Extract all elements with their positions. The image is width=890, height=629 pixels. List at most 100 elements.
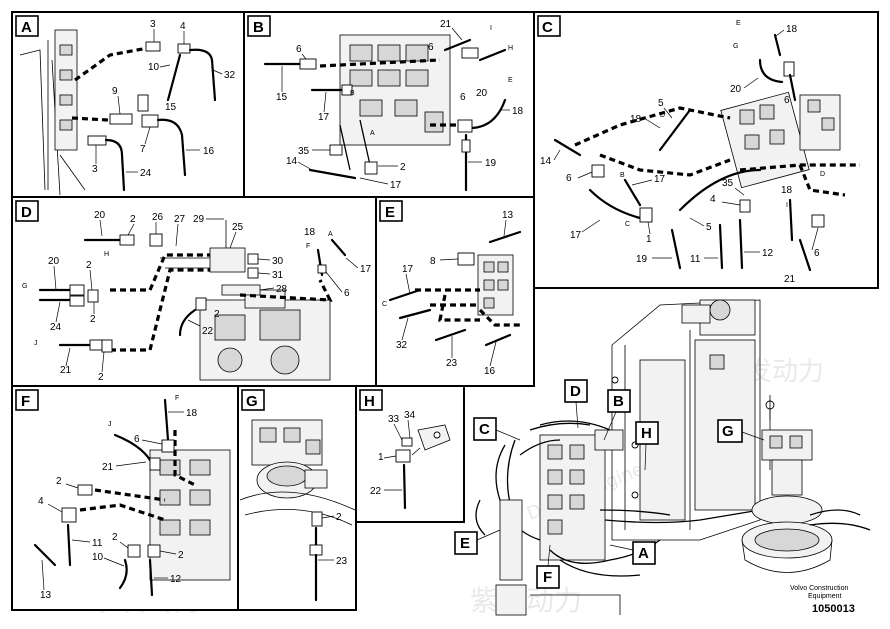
part-number: 6 bbox=[296, 44, 302, 55]
part-number: 20 bbox=[730, 84, 742, 95]
part-number: 2 bbox=[400, 162, 406, 173]
part-number: 20 bbox=[94, 210, 106, 221]
part-number: 2 bbox=[336, 512, 342, 523]
part-letter: E bbox=[736, 20, 741, 27]
part-number: 32 bbox=[224, 70, 236, 81]
part-letter: C bbox=[625, 221, 630, 228]
panel-label: C bbox=[542, 19, 553, 36]
part-number: 18 bbox=[186, 408, 198, 419]
part-number: 19 bbox=[485, 158, 497, 169]
part-number: 28 bbox=[276, 284, 288, 295]
part-number: 35 bbox=[298, 146, 310, 157]
callouts-E: 13 8 17 C 32 23 16 bbox=[382, 210, 514, 377]
callout-A: A bbox=[638, 545, 649, 562]
part-number: 12 bbox=[170, 574, 182, 585]
part-number: 22 bbox=[370, 486, 382, 497]
panel-label: A bbox=[21, 19, 32, 36]
part-number: 11 bbox=[92, 538, 103, 549]
part-letter: F bbox=[175, 395, 179, 402]
panel-F: F F 18 J 6 21 bbox=[11, 385, 239, 611]
panel-E: E 13 8 17 C 32 23 16 bbox=[375, 196, 535, 387]
part-number: 13 bbox=[502, 210, 514, 221]
part-number: 19 bbox=[636, 254, 648, 265]
part-letter: J bbox=[108, 421, 112, 428]
part-number: 2 bbox=[178, 550, 184, 561]
callouts-A: 3 4 32 10 15 9 7 16 3 24 bbox=[92, 19, 236, 179]
part-number: 11 bbox=[690, 254, 701, 265]
part-number: 31 bbox=[272, 270, 284, 281]
overview-callouts: D B C H G E A F bbox=[454, 379, 765, 589]
callouts-B: 21 I 6 H 6 15 B 17 20 E 6 18 A 35 14 2 1… bbox=[276, 19, 524, 191]
part-number: 3 bbox=[92, 164, 98, 175]
part-number: 6 bbox=[460, 92, 466, 103]
part-number: 6 bbox=[814, 248, 820, 259]
part-letter: G bbox=[22, 283, 27, 290]
part-number: 26 bbox=[152, 212, 164, 223]
part-number: 33 bbox=[388, 414, 400, 425]
part-number: 22 bbox=[202, 326, 214, 337]
part-number: 24 bbox=[140, 168, 152, 179]
part-number: 12 bbox=[762, 248, 774, 259]
part-number: 21 bbox=[60, 365, 72, 376]
part-letter: F bbox=[306, 243, 310, 250]
callout-C: C bbox=[479, 421, 490, 438]
part-number: 16 bbox=[203, 146, 215, 157]
overview-drawing: D B C H G E A F bbox=[454, 299, 871, 616]
part-letter: C bbox=[382, 301, 387, 308]
part-number: 29 bbox=[193, 214, 205, 225]
part-letter: D bbox=[820, 171, 825, 178]
part-letter: A bbox=[328, 231, 333, 238]
panel-label: D bbox=[21, 204, 32, 221]
part-number: 18 bbox=[630, 114, 642, 125]
part-letter: H bbox=[104, 251, 109, 258]
panel-H: H 33 34 1 22 bbox=[355, 385, 465, 523]
part-number: 17 bbox=[390, 180, 402, 191]
callout-H: H bbox=[641, 425, 652, 442]
callout-G: G bbox=[722, 423, 734, 440]
part-number: 20 bbox=[476, 88, 488, 99]
part-number: 8 bbox=[430, 256, 436, 267]
part-letter: E bbox=[508, 77, 513, 84]
part-number: 18 bbox=[786, 24, 798, 35]
part-number: 13 bbox=[40, 590, 52, 601]
footer: Volvo Construction Equipment 1050013 bbox=[790, 585, 855, 615]
part-number: 32 bbox=[396, 340, 408, 351]
callout-E: E bbox=[460, 535, 470, 552]
part-number: 21 bbox=[102, 462, 114, 473]
part-number: 2 bbox=[90, 314, 96, 325]
part-letter: B bbox=[350, 90, 355, 97]
part-number: 15 bbox=[276, 92, 288, 103]
part-number: 23 bbox=[446, 358, 458, 369]
part-number: 1 bbox=[646, 234, 652, 245]
panel-B: B 21 I 6 H bbox=[243, 11, 535, 198]
part-number: 2 bbox=[112, 532, 118, 543]
part-number: 9 bbox=[112, 86, 118, 97]
part-number: 23 bbox=[336, 556, 348, 567]
part-number: 5 bbox=[658, 98, 664, 109]
part-letter: I bbox=[490, 25, 492, 32]
part-number: 2 bbox=[98, 372, 104, 383]
part-number: 30 bbox=[272, 256, 284, 267]
drawing-number: 1050013 bbox=[812, 603, 855, 615]
part-number: 24 bbox=[50, 322, 62, 333]
part-number: 21 bbox=[440, 19, 452, 30]
panel-G: G 2 23 bbox=[237, 385, 357, 611]
part-number: 3 bbox=[150, 19, 156, 30]
part-number: 4 bbox=[38, 496, 44, 507]
callouts-G: 2 23 bbox=[318, 512, 348, 567]
part-number: 6 bbox=[566, 173, 572, 184]
part-number: 21 bbox=[784, 274, 796, 285]
part-number: 15 bbox=[165, 102, 177, 113]
panel-C: C E 18 bbox=[533, 11, 879, 289]
part-number: 10 bbox=[148, 62, 160, 73]
panel-label: H bbox=[364, 393, 375, 410]
part-number: 14 bbox=[540, 156, 552, 167]
callouts-C: E 18 G 20 6 5 18 D 14 6 B 17 35 4 18 D 1… bbox=[540, 20, 825, 285]
part-number: 2 bbox=[86, 260, 92, 271]
part-number: 4 bbox=[710, 194, 716, 205]
part-number: 18 bbox=[781, 185, 793, 196]
panel-label: G bbox=[246, 393, 258, 410]
part-number: 2 bbox=[130, 214, 136, 225]
part-number: 2 bbox=[56, 476, 62, 487]
part-number: 6 bbox=[344, 288, 350, 299]
